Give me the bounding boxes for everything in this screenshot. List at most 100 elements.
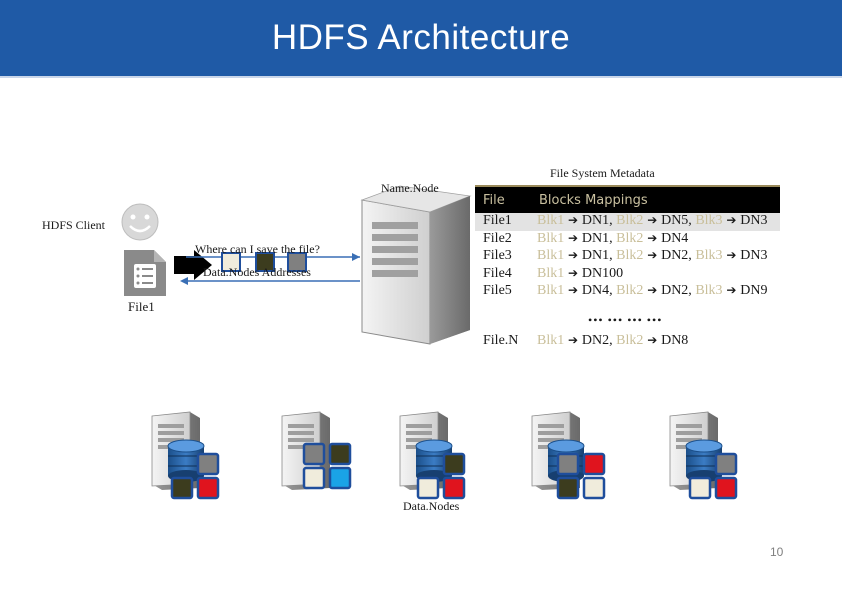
title-bar: HDFS Architecture [0, 0, 842, 78]
data-node-5 [669, 411, 738, 500]
arrow-icon: ➔ [722, 213, 741, 227]
block-id: Blk2 [616, 333, 644, 348]
block-square [688, 476, 712, 500]
data-node-2 [281, 411, 352, 490]
block-id: Blk3 [695, 213, 723, 228]
arrow-icon: ➔ [564, 213, 582, 227]
arrow-icon: ➔ [564, 265, 582, 280]
block-square [714, 452, 738, 476]
block-square [582, 476, 606, 500]
block-square [442, 476, 466, 500]
datanode-id: DN1, [581, 213, 617, 228]
arrowhead-left-icon [180, 277, 188, 285]
document-icon [124, 250, 166, 296]
block-square [302, 466, 326, 490]
table-row-5-file: File5 [483, 283, 512, 298]
arrow-icon: ➔ [643, 230, 662, 245]
block-square [442, 452, 466, 476]
arrow-icon: ➔ [722, 283, 741, 297]
arrow-icon: ➔ [643, 333, 662, 347]
arrow-icon: ➔ [564, 283, 582, 297]
block-id: Blk1 [537, 265, 565, 281]
block-square [302, 442, 326, 466]
datanode-id: DN1, [581, 230, 617, 246]
block-id: Blk2 [616, 213, 644, 228]
datanode-id: DN1, [581, 248, 617, 263]
block-square [255, 252, 275, 272]
datanode-id: DN4, [581, 283, 617, 298]
table-row-4-file: File4 [483, 265, 512, 281]
table-row-1-mappings: Blk1 ➔ DN1, Blk2 ➔ DN5, Blk3 ➔ DN3 [537, 213, 767, 229]
arrow-icon: ➔ [643, 213, 662, 227]
datanode-id: DN2, [581, 333, 617, 348]
datanode-id: DN2, [661, 248, 696, 263]
header-file: File [483, 193, 505, 208]
datanode-id: DN8 [661, 333, 689, 348]
smiley-face-icon [121, 203, 159, 241]
table-row-5-mappings: Blk1 ➔ DN4, Blk2 ➔ DN2, Blk3 ➔ DN9 [537, 283, 767, 299]
name-node-label: Name.Node [381, 181, 439, 195]
datanode-id: DN5, [661, 213, 696, 228]
block-id: Blk3 [695, 248, 723, 263]
block-id: Blk1 [537, 230, 565, 246]
block-square [287, 252, 307, 272]
datanode-id: DN9 [740, 283, 768, 298]
block-id: Blk2 [616, 248, 644, 263]
metadata-title: File System Metadata [550, 166, 655, 180]
datanode-id: DN100 [581, 265, 624, 281]
block-id: Blk2 [616, 230, 644, 246]
table-row-2-mappings: Blk1 ➔ DN1, Blk2 ➔ DN4 [537, 231, 688, 247]
page-title: HDFS Architecture [271, 18, 571, 57]
database-top [547, 439, 585, 453]
block-id: Blk1 [537, 213, 565, 228]
block-id: Blk2 [616, 283, 644, 298]
datanode-id: DN4 [661, 230, 689, 246]
table-row-4-mappings: Blk1 ➔ DN100 [537, 266, 623, 282]
arrow-icon: ➔ [564, 230, 582, 245]
name-node-server-icon [360, 185, 472, 345]
block-square [582, 452, 606, 476]
data-nodes-label: Data.Nodes [403, 499, 460, 513]
data-node-1 [151, 411, 220, 500]
table-row-3-file: File3 [483, 248, 512, 263]
block-square [196, 452, 220, 476]
block-square [416, 476, 440, 500]
ellipsis: ••• ••• ••• ••• [588, 313, 663, 327]
datanode-id: DN3 [740, 213, 768, 228]
block-square [328, 466, 352, 490]
table-row-last-file: File.N [483, 333, 519, 348]
arrow-icon: ➔ [722, 248, 741, 262]
block-id: Blk1 [537, 283, 565, 298]
arrowhead-right-icon [352, 253, 360, 261]
arrow-icon: ➔ [564, 248, 582, 262]
file1-label: File1 [128, 299, 155, 314]
answer-label: Data.Nodes Addresses [203, 265, 311, 279]
page-number: 10 [770, 545, 784, 559]
question-label: Where can I save the file? [195, 242, 320, 256]
highlighted-row [475, 213, 780, 231]
database-top [685, 439, 723, 453]
arrow-icon: ➔ [643, 248, 662, 262]
data-node-4 [531, 411, 606, 500]
table-row-1-file: File1 [483, 213, 512, 228]
block-square [556, 452, 580, 476]
block-square [170, 476, 194, 500]
block-id: Blk3 [695, 283, 723, 298]
block-square [196, 476, 220, 500]
datanode-id: DN2, [661, 283, 696, 298]
block-square [328, 442, 352, 466]
block-square [714, 476, 738, 500]
block-square [221, 252, 241, 272]
database-top [167, 439, 205, 453]
datanode-id: DN3 [740, 248, 768, 263]
block-id: Blk1 [537, 248, 565, 263]
data-node-3 [399, 411, 466, 500]
table-row-3-mappings: Blk1 ➔ DN1, Blk2 ➔ DN2, Blk3 ➔ DN3 [537, 248, 767, 264]
arrow-icon: ➔ [643, 283, 662, 297]
block-square [556, 476, 580, 500]
table-row-last-mappings: Blk1 ➔ DN2, Blk2 ➔ DN8 [537, 333, 688, 349]
table-row-2-file: File2 [483, 230, 512, 246]
metadata-table-header: File Blocks Mappings [475, 185, 780, 215]
block-id: Blk1 [537, 333, 565, 348]
